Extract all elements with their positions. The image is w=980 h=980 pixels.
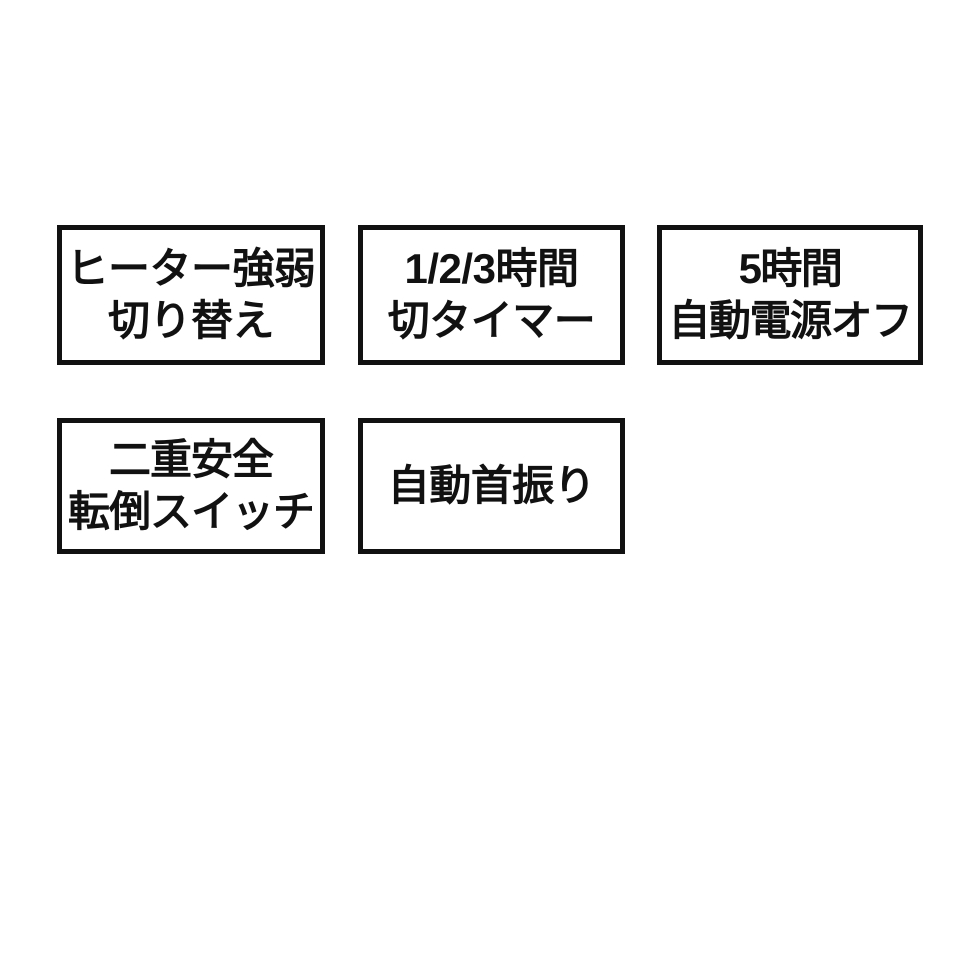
- feature-badge-off-timer[interactable]: 1/2/3時間 切タイマー: [358, 225, 625, 365]
- feature-badge-line: 切り替え: [107, 297, 275, 344]
- feature-badge-auto-oscillation[interactable]: 自動首振り: [358, 418, 625, 554]
- feature-badge-line: 5時間: [738, 244, 843, 292]
- feature-badge-double-safety-tipover-switch[interactable]: 二重安全 転倒スイッチ: [57, 418, 325, 554]
- feature-badge-line: 1/2/3時間: [404, 244, 579, 292]
- feature-badge-heater-power-switch[interactable]: ヒーター強弱 切り替え: [57, 225, 325, 365]
- feature-badge-line: 自動電源オフ: [668, 297, 913, 344]
- feature-badge-line: 転倒スイッチ: [67, 488, 315, 535]
- feature-badge-line: ヒーター強弱: [66, 244, 316, 292]
- feature-badge-auto-power-off[interactable]: 5時間 自動電源オフ: [657, 225, 923, 365]
- feature-badge-line: 二重安全: [108, 435, 274, 483]
- feature-badge-line: 切タイマー: [387, 297, 596, 344]
- feature-badge-line: 自動首振り: [387, 461, 596, 509]
